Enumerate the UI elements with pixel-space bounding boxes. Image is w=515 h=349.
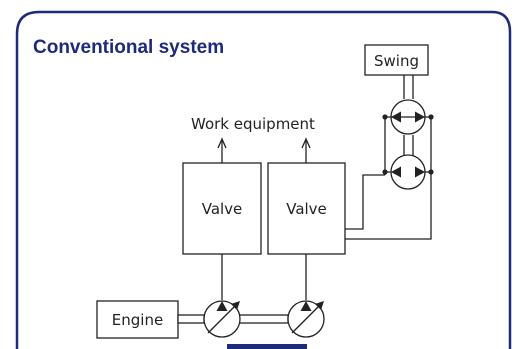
valve-left-box [182,162,262,255]
valve-right-box [267,162,346,255]
pump-left-icon [203,300,241,338]
swing-box [364,44,429,76]
junction-dots [382,114,434,175]
panel-frame [15,10,512,349]
engine-label: Engine [112,311,163,329]
pump-right-icon [287,300,325,338]
swing-motor-lower [390,154,426,190]
work-equipment-arrows [217,137,311,163]
valve-left-label: Valve [202,200,243,218]
engine-box [96,300,179,339]
valve-right-label: Valve [286,200,327,218]
accent-bar [227,344,307,349]
swing-motor-upper [390,99,426,135]
swing-label: Swing [374,52,419,70]
work-equipment-label: Work equipment [191,115,315,133]
diagram-title: Conventional system [33,37,224,58]
